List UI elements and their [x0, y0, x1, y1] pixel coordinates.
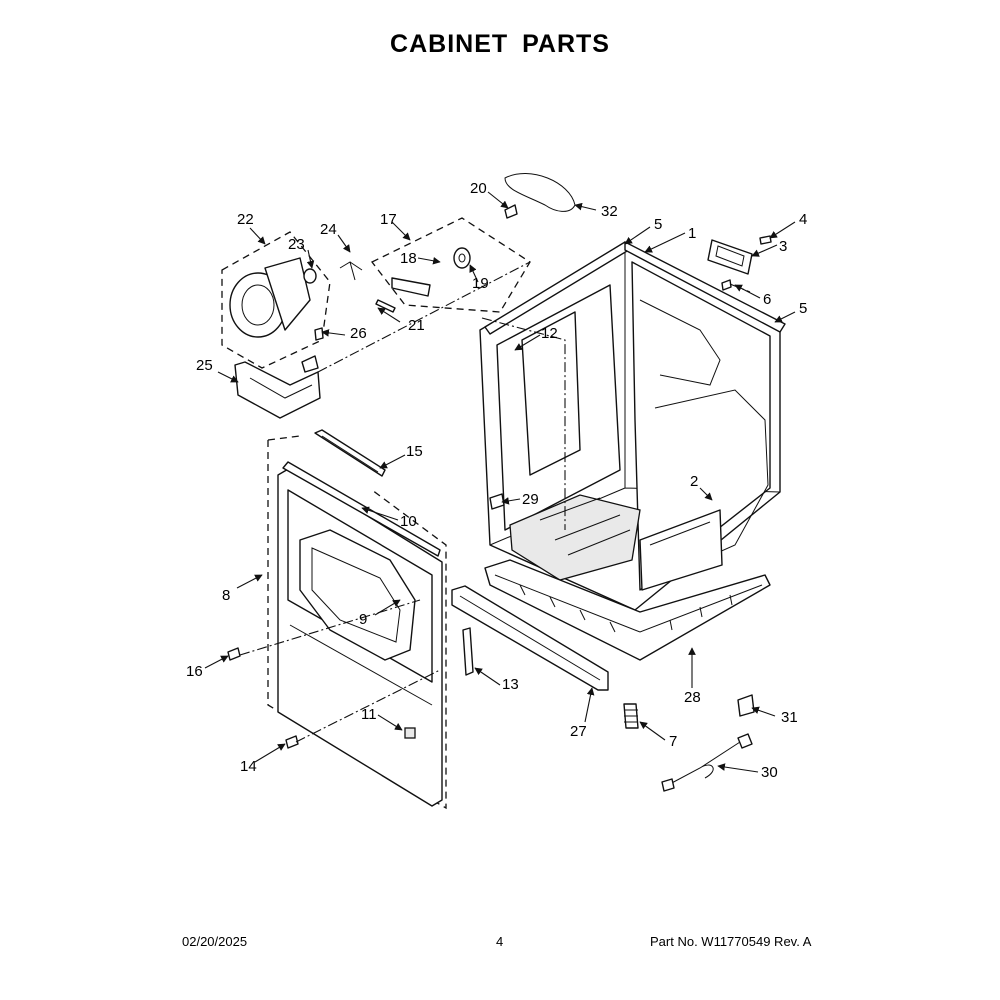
callout-6: 6 — [763, 291, 771, 308]
callout-1: 1 — [688, 225, 696, 242]
footer-page-number: 4 — [496, 934, 504, 949]
callout-10: 10 — [400, 513, 417, 530]
side-insulation-panel — [639, 509, 723, 591]
power-cord-30 — [667, 741, 741, 786]
footer-part-number: Part No. W11770549 Rev. A — [650, 934, 812, 949]
callout-labels: 1 2 3 4 5 5 6 7 8 9 10 11 12 13 14 15 16… — [186, 180, 807, 781]
callout-9: 9 — [359, 611, 367, 628]
clip-31 — [737, 694, 755, 717]
callout-27: 27 — [570, 723, 587, 740]
screw-16 — [227, 647, 241, 661]
callout-19: 19 — [472, 275, 489, 292]
alignment-lines — [239, 261, 751, 743]
motor-mount-bracket — [234, 361, 321, 419]
callout-30: 30 — [761, 764, 778, 781]
callout-18: 18 — [400, 250, 417, 267]
clip-29 — [489, 493, 505, 510]
callout-29: 29 — [522, 491, 539, 508]
callout-5b: 5 — [799, 300, 807, 317]
idler-spring — [375, 299, 396, 313]
callout-22: 22 — [237, 211, 254, 228]
screw-26 — [314, 327, 324, 341]
callout-3: 3 — [779, 238, 787, 255]
screw-14 — [285, 735, 299, 749]
callout-15: 15 — [406, 443, 423, 460]
screw-6 — [721, 279, 732, 291]
door-switch-small — [404, 727, 416, 739]
callout-2: 2 — [690, 473, 698, 490]
idler-assembly — [371, 217, 531, 313]
motor-pulley — [303, 268, 317, 284]
door-switch-bracket — [462, 627, 474, 676]
top-rail-right — [624, 241, 786, 333]
screw-4 — [759, 235, 772, 245]
callout-21: 21 — [408, 317, 425, 334]
callout-8: 8 — [222, 587, 230, 604]
plate-3 — [707, 239, 753, 275]
callout-26: 26 — [350, 325, 367, 342]
drive-motor-assembly — [221, 231, 331, 369]
callout-17: 17 — [380, 211, 397, 228]
callout-23: 23 — [288, 236, 305, 253]
callout-24: 24 — [320, 221, 337, 238]
callout-25: 25 — [196, 357, 213, 374]
screw-20 — [504, 204, 518, 219]
base-assembly — [484, 559, 771, 661]
cabinet-assembly — [479, 241, 786, 611]
callout-16: 16 — [186, 663, 203, 680]
callout-32: 32 — [601, 203, 618, 220]
drive-belt — [504, 173, 576, 212]
callout-11: 11 — [361, 706, 377, 723]
callout-28: 28 — [684, 689, 701, 706]
page-title: CABINET PARTS — [390, 30, 610, 58]
callout-5a: 5 — [654, 216, 662, 233]
footer-date: 02/20/2025 — [182, 934, 248, 949]
front-panel-assembly — [267, 435, 447, 810]
callout-7: 7 — [669, 733, 677, 750]
bracket-24 — [301, 355, 319, 373]
callout-13: 13 — [502, 676, 519, 693]
hardware-items — [227, 204, 772, 792]
callout-4: 4 — [799, 211, 807, 228]
callout-12: 12 — [541, 325, 558, 342]
toe-panel — [451, 585, 609, 691]
leader-lines — [204, 191, 796, 773]
callout-31: 31 — [781, 709, 798, 726]
wire-harness — [314, 429, 386, 477]
callout-14: 14 — [240, 758, 257, 775]
callout-20: 20 — [470, 180, 487, 197]
